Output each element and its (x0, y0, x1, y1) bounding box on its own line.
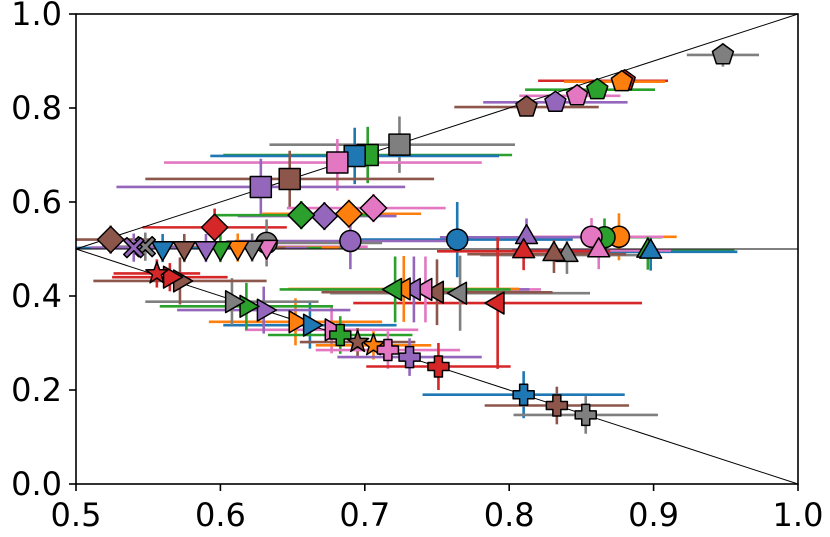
reference-line-0 (75, 13, 799, 250)
error-bars (76, 43, 760, 434)
data-point-plus (376, 338, 400, 362)
data-point-triangle-down (172, 241, 196, 262)
data-point-plus (427, 355, 450, 378)
data-point-diamond (310, 202, 339, 230)
data-point-triangle-left (484, 291, 505, 315)
data-point-x (123, 236, 145, 259)
data-point-pentagon (565, 84, 589, 106)
data-point-square (326, 151, 349, 174)
y-tick-label: 0.8 (11, 89, 62, 127)
y-tick-label: 0.2 (11, 371, 62, 409)
data-point-pentagon (586, 77, 609, 100)
x-axis-ticks: 0.5 0.6 0.7 0.8 0.9 1.0 (51, 484, 824, 534)
data-point-plus (329, 323, 352, 347)
data-point-diamond (200, 213, 229, 242)
data-point-diamond (96, 225, 125, 254)
data-point-pentagon (711, 43, 735, 65)
data-point-triangle-down (226, 240, 250, 261)
x-tick-label: 0.7 (339, 496, 390, 534)
data-point-diamond (335, 199, 363, 228)
y-tick-label: 0.4 (11, 277, 62, 315)
data-point-pentagon (515, 95, 538, 117)
y-axis-ticks: 0.0 0.2 0.4 0.6 0.8 1.0 (11, 0, 76, 503)
data-point-triangle-up (639, 238, 663, 259)
data-point-triangle-left (412, 277, 433, 302)
data-point-triangle-right (302, 313, 324, 337)
data-point-plus (574, 403, 597, 427)
x-tick-label: 0.9 (628, 496, 679, 534)
data-point-triangle-up (514, 223, 539, 245)
data-point-circle (445, 228, 469, 251)
data-point-triangle-right (256, 298, 278, 322)
data-point-triangle-left (381, 277, 403, 302)
x-tick-label: 0.6 (195, 496, 246, 534)
data-point-square (388, 133, 411, 156)
data-point-plus (398, 345, 421, 369)
data-point-triangle-right (162, 265, 184, 289)
data-point-triangle-right (239, 294, 260, 318)
x-tick-label: 1.0 (773, 496, 824, 534)
data-point-circle (339, 229, 362, 253)
data-markers (96, 43, 735, 427)
axes-frame (75, 13, 799, 485)
data-point-triangle-up (511, 238, 536, 259)
data-point-plus (545, 394, 569, 417)
data-point-square (249, 175, 273, 199)
data-point-diamond (287, 201, 316, 230)
data-point-triangle-up (587, 237, 611, 258)
data-point-square (278, 167, 301, 191)
plot-area (75, 13, 799, 485)
x-tick-label: 0.8 (484, 496, 535, 534)
data-point-triangle-left (423, 280, 445, 304)
y-tick-label: 1.0 (11, 0, 62, 33)
data-point-diamond (359, 194, 388, 222)
data-point-triangle-down (150, 241, 175, 262)
x-tick-label: 0.5 (51, 496, 102, 534)
data-point-triangle-right (288, 310, 309, 334)
data-point-pentagon (610, 69, 634, 92)
data-point-triangle-left (446, 281, 468, 305)
data-point-plus (512, 383, 535, 406)
data-point-triangle-down (194, 241, 218, 262)
y-tick-label: 0.0 (11, 465, 62, 503)
y-tick-label: 0.6 (11, 183, 62, 221)
data-point-triangle-up (542, 240, 566, 262)
data-point-triangle-right (224, 289, 246, 314)
data-point-star (145, 261, 169, 284)
data-point-pentagon (544, 90, 567, 113)
